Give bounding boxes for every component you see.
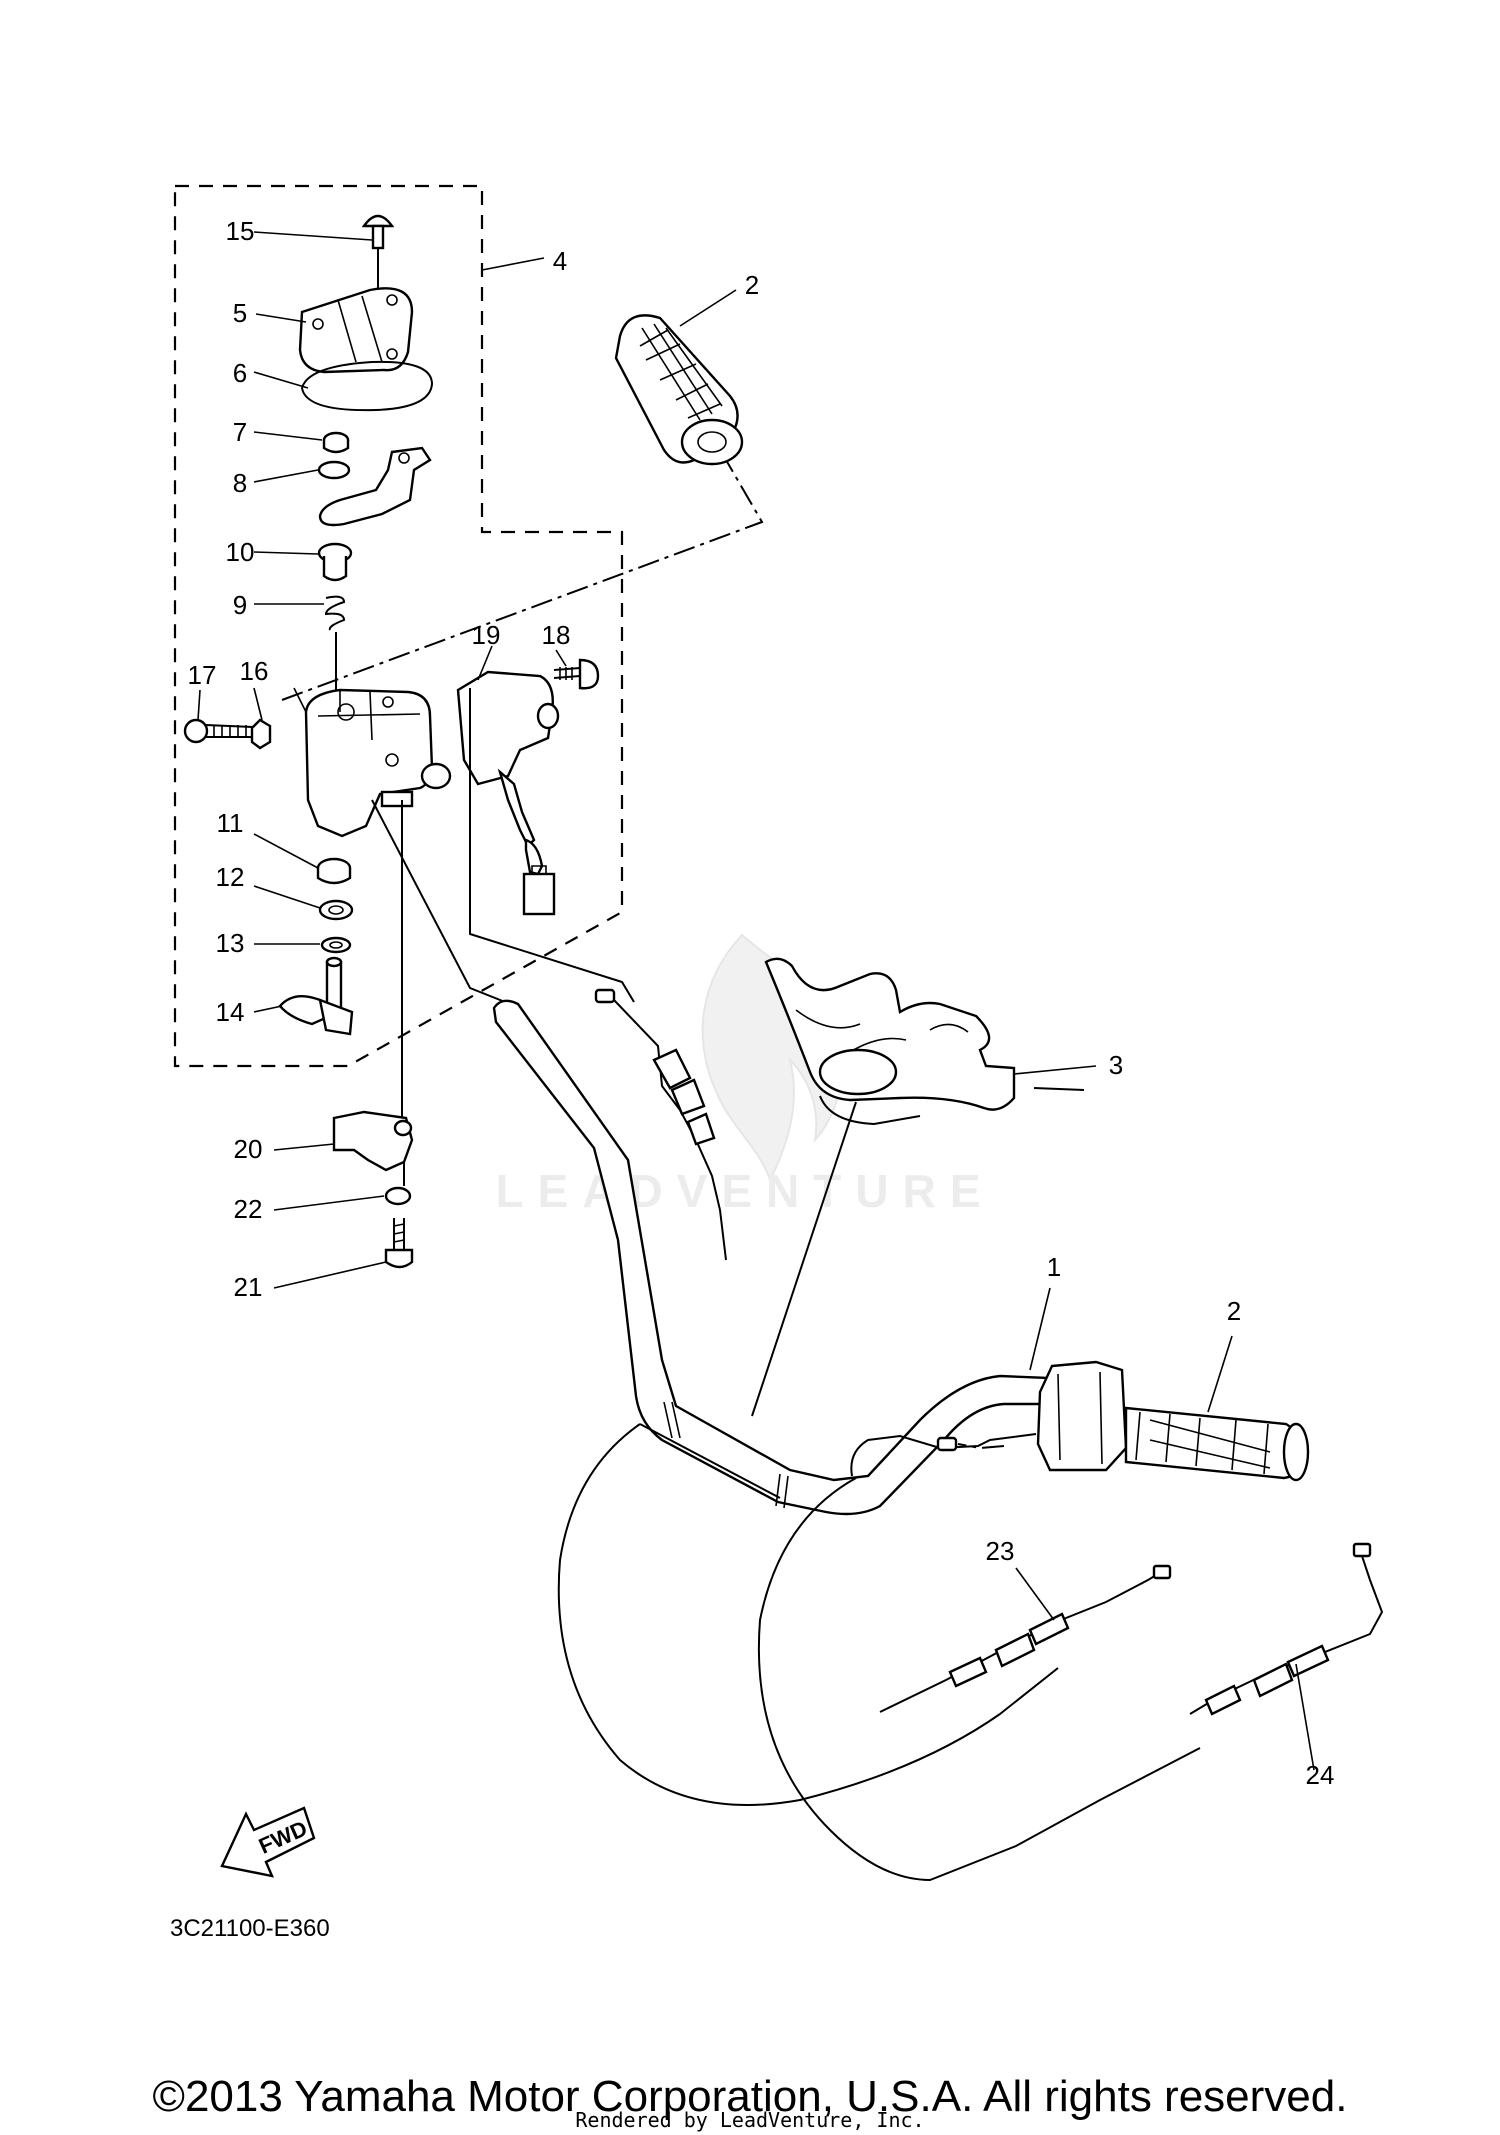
- leader-lines: [197, 231, 1315, 1771]
- part-washer-12: [318, 899, 354, 921]
- callout-2-top: 2: [745, 270, 759, 300]
- cable-loop-left: [557, 1423, 1059, 1806]
- callout-2-right: 2: [1227, 1296, 1241, 1326]
- part-washer-22: [384, 1186, 412, 1206]
- part-right-switch: [1036, 1360, 1128, 1472]
- diagram-code: 3C21100-E360: [170, 1915, 330, 1942]
- part-washer-13: [320, 936, 352, 954]
- callout-22: 22: [234, 1194, 263, 1224]
- callout-17: 17: [188, 660, 217, 690]
- part-nut-16: [250, 718, 272, 750]
- part-cable-23: [879, 1564, 1172, 1713]
- part-collar-11: [316, 857, 352, 885]
- part-switch-19: [456, 670, 560, 916]
- callout-15: 15: [226, 216, 255, 246]
- part-cable-24: [1189, 1542, 1384, 1716]
- watermark-text: LEADVENTURE: [495, 1165, 994, 1217]
- callout-5: 5: [233, 298, 247, 328]
- part-cover-3: [764, 957, 1016, 1126]
- callout-3: 3: [1109, 1050, 1123, 1080]
- callout-18: 18: [542, 620, 571, 650]
- part-gasket-6: [300, 360, 434, 412]
- callout-8: 8: [233, 468, 247, 498]
- callout-19: 19: [472, 620, 501, 650]
- callout-24: 24: [1306, 1760, 1335, 1790]
- callout-6: 6: [233, 358, 247, 388]
- part-switch-housing: [304, 688, 452, 838]
- part-spring-9: [324, 595, 346, 631]
- part-screw-21: [384, 1218, 414, 1269]
- cable-loop-right: [757, 1477, 1201, 1882]
- part-clamp-20: [332, 1110, 414, 1172]
- part-handlebar-1: [492, 999, 1052, 1516]
- callout-20: 20: [234, 1134, 263, 1164]
- assembly-boundary: [173, 184, 624, 1068]
- part-grip-2-right: [1124, 1406, 1310, 1482]
- callout-21: 21: [234, 1272, 263, 1302]
- part-bolt-17: [183, 718, 253, 744]
- part-screw-15: [361, 214, 395, 250]
- callout-16: 16: [240, 656, 269, 686]
- rendered-by-notice: Rendered by LeadVenture, Inc.: [575, 2108, 925, 2132]
- callout-10: 10: [226, 537, 255, 567]
- part-cable-top: [594, 988, 727, 1261]
- callout-14: 14: [216, 997, 245, 1027]
- part-nut-7: [322, 431, 350, 454]
- callout-9: 9: [233, 590, 247, 620]
- fwd-arrow-icon: FWD: [220, 1806, 316, 1878]
- callout-23: 23: [986, 1536, 1015, 1566]
- part-lever-8: [317, 446, 432, 527]
- part-lever-14: [278, 956, 354, 1036]
- callout-4: 4: [553, 246, 567, 276]
- part-bushing-10: [317, 542, 353, 582]
- copyright-notice: ©2013 Yamaha Motor Corporation, U.S.A. A…: [152, 2072, 1348, 2121]
- part-cover-5: [298, 287, 414, 374]
- callout-12: 12: [216, 862, 245, 892]
- callout-1: 1: [1047, 1252, 1061, 1282]
- callout-7: 7: [233, 417, 247, 447]
- callout-11: 11: [217, 808, 244, 838]
- part-screw-18: [553, 658, 600, 690]
- callout-13: 13: [216, 928, 245, 958]
- callouts: 15 4 5 6 7 8 10 9 19 18 17 16 11 12 13 1…: [188, 216, 1335, 1790]
- part-grip-2-top: [614, 314, 744, 466]
